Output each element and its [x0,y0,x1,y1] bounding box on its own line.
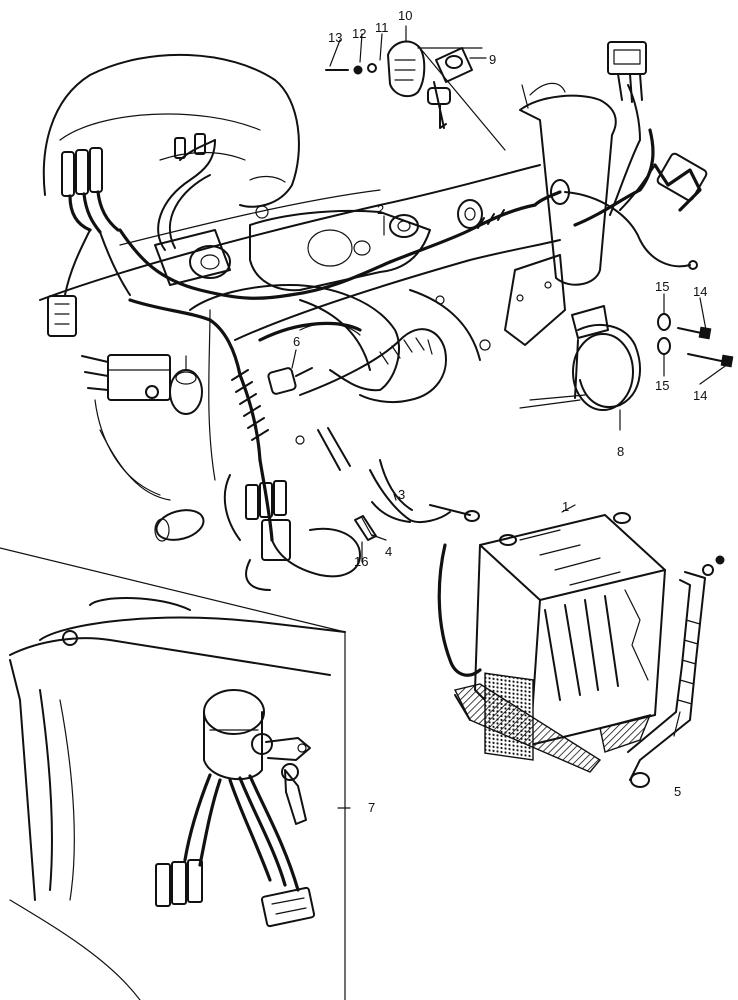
key-set-top [325,40,506,151]
callout-15b: 15 [655,378,669,393]
callout-6: 6 [293,334,300,349]
callout-8: 8 [617,444,624,459]
callout-15a: 15 [655,279,669,294]
callout-3: 3 [398,487,405,502]
callout-14a: 14 [693,284,707,299]
callout-13: 13 [328,30,342,45]
battery-cables [354,459,480,541]
callout-10: 10 [398,8,412,23]
callout-11: 11 [375,20,389,35]
connectors-lower-bundle [154,480,291,561]
connector-block-upper-left [47,147,131,337]
headlight-connector [607,41,708,212]
callout-4: 4 [385,544,392,559]
callout-1: 1 [562,499,569,514]
main-wire-harness [94,84,698,591]
horn [519,305,641,411]
callout-5: 5 [674,784,681,799]
callout-7: 7 [368,800,375,815]
fuel-tank-outline [42,53,300,208]
leader-lines [291,25,729,737]
battery-band [627,555,725,788]
callout-2: 2 [377,202,384,217]
inset-ignition-switch [0,547,351,1000]
ignition-unit [154,133,231,286]
horn-bolts-washers [657,313,734,368]
frame-backbone [39,82,617,371]
callout-labels: 1 2 3 4 5 6 7 8 9 10 11 12 13 14 14 15 1… [293,8,707,815]
callout-16: 16 [354,554,368,569]
callout-9: 9 [489,52,496,67]
battery-tray [453,683,652,773]
relay-condenser [81,354,203,415]
callout-14b: 14 [693,388,707,403]
side-cover-outline [99,284,400,501]
callout-12: 12 [352,26,366,41]
connector-6 [267,367,351,471]
battery-vent-tube [437,543,482,677]
